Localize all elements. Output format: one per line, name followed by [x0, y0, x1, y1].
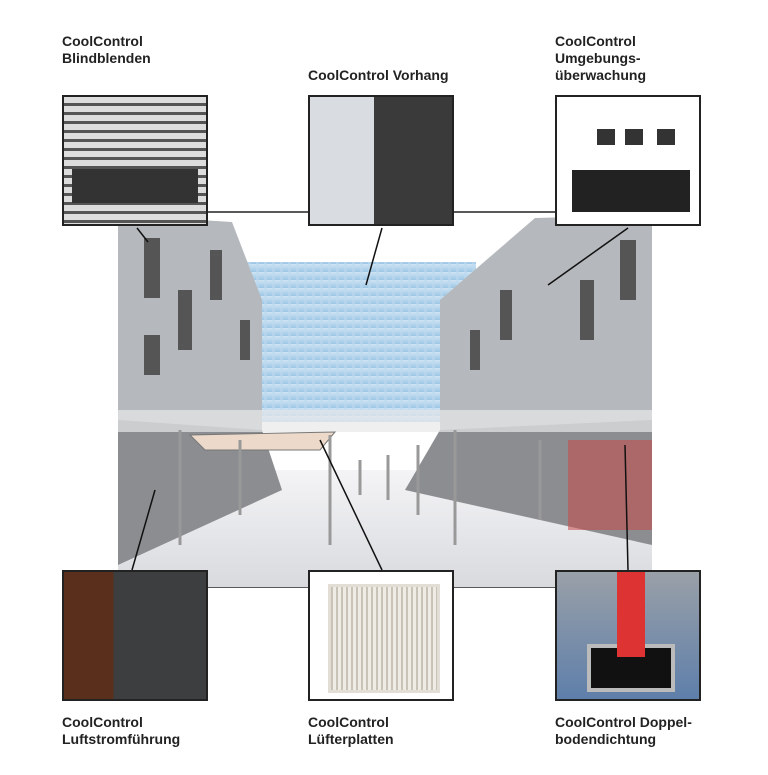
photo-doppelbodendichtung — [555, 570, 701, 701]
label-line: CoolControl — [555, 33, 636, 49]
label-vorhang: CoolControl Vorhang — [308, 67, 449, 84]
photo-vorhang — [308, 95, 454, 226]
label-line: CoolControl — [308, 714, 389, 730]
label-line: CoolControl Vorhang — [308, 67, 449, 83]
label-doppelbodendichtung: CoolControl Doppel- bodendichtung — [555, 714, 692, 748]
right-rack-row — [440, 215, 652, 430]
label-line: bodendichtung — [555, 731, 657, 747]
label-line: Blindblenden — [62, 50, 151, 66]
label-line: Lüfterplatten — [308, 731, 394, 747]
label-umgebungsueberwachung: CoolControl Umgebungs- überwachung — [555, 33, 646, 84]
label-line: Umgebungs- — [555, 50, 641, 66]
label-line: CoolControl Doppel- — [555, 714, 692, 730]
photo-blindblenden — [62, 95, 208, 226]
photo-umgebungsueberwachung — [555, 95, 701, 226]
label-line: überwachung — [555, 67, 647, 83]
label-luefterplatten: CoolControl Lüfterplatten — [308, 714, 394, 748]
curtain-panel — [238, 262, 476, 422]
label-line: CoolControl — [62, 33, 143, 49]
label-blindblenden: CoolControl Blindblenden — [62, 33, 151, 67]
photo-luefterplatten — [308, 570, 454, 701]
photo-luftstromfuehrung — [62, 570, 208, 701]
label-line: CoolControl — [62, 714, 143, 730]
label-line: Luftstromführung — [62, 731, 181, 747]
label-luftstromfuehrung: CoolControl Luftstromführung — [62, 714, 180, 748]
